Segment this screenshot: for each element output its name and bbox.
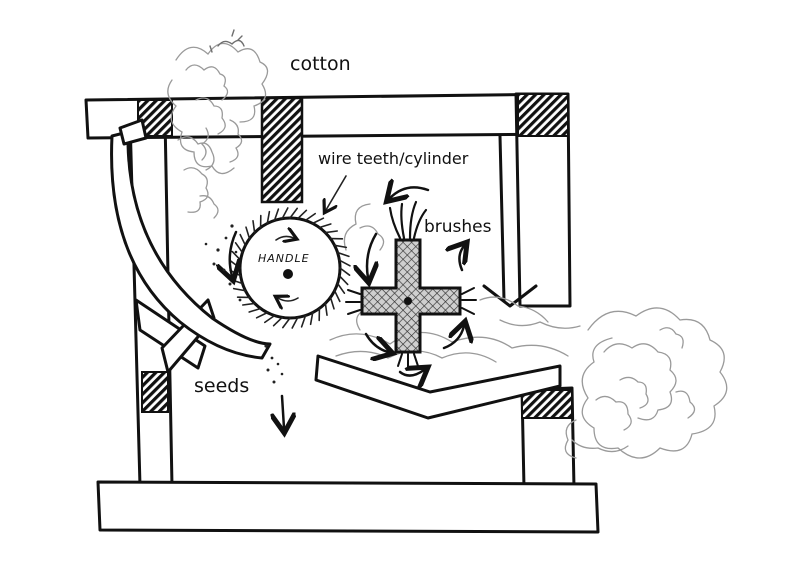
wire-tooth	[339, 267, 351, 277]
label-handle: HANDLE	[258, 252, 310, 265]
seeds-fall-arrow	[282, 394, 284, 428]
brush-rotation-arrow-bottom	[398, 370, 424, 376]
wire-tooth	[296, 209, 308, 220]
wire-tooth	[333, 289, 341, 303]
falling-seeds	[204, 224, 284, 384]
cylinder-rotation-arrow-left	[230, 230, 236, 276]
hopper-wall	[260, 96, 304, 204]
label-seeds: seeds	[194, 375, 249, 397]
wire-tooth	[248, 307, 262, 313]
right-guard	[482, 284, 538, 308]
wire-tooth	[304, 212, 317, 222]
wire-tooth	[309, 311, 314, 326]
wire-tooth	[273, 208, 280, 222]
hatch-block-top-right	[517, 93, 569, 137]
wire-tooth	[255, 311, 269, 319]
brush-rotation-arrow-top	[390, 187, 430, 198]
brush-rotation-arrow-bottom-left	[364, 332, 388, 352]
cylinder-axle	[283, 269, 293, 279]
brush-rotation-arrow-right	[459, 246, 464, 272]
wire-tooth	[338, 274, 349, 286]
base-plank	[96, 480, 600, 534]
cleaned-cotton-fluff	[564, 307, 728, 459]
wire-tooth	[245, 226, 251, 240]
seed-chute	[110, 130, 272, 360]
wire-tooth	[333, 244, 348, 249]
wire-tooth	[318, 223, 332, 229]
wire-tooth	[263, 314, 276, 324]
wire-teeth-pointer	[326, 175, 347, 210]
wire-tooth	[242, 302, 256, 306]
wire-tooth	[229, 259, 241, 269]
wire-tooth	[300, 314, 307, 328]
motion-arrows	[230, 175, 464, 428]
wire-tooth	[266, 210, 271, 225]
brush-rotation-arrow-bottom-right	[442, 326, 464, 350]
wire-tooth	[272, 316, 284, 327]
wire-teeth-cylinder	[229, 207, 351, 329]
wire-tooth	[336, 251, 350, 258]
hatch-block-left-lower	[141, 371, 169, 413]
raw-cotton-fluff	[167, 29, 269, 219]
label-cotton: cotton	[290, 53, 351, 75]
brush-axle	[404, 297, 412, 305]
lint-trough	[314, 354, 562, 420]
label-wire-teeth-cylinder: wire teeth/cylinder	[318, 149, 469, 168]
wire-tooth	[239, 233, 247, 247]
wire-tooth	[311, 217, 325, 225]
brush-cross	[345, 200, 477, 369]
hatch-block-top-left	[137, 99, 173, 137]
wire-tooth	[234, 242, 244, 254]
wire-tooth	[232, 287, 247, 292]
wire-tooth	[281, 317, 291, 329]
wire-tooth	[336, 282, 346, 295]
wire-tooth	[252, 220, 256, 234]
wire-tooth	[338, 259, 351, 267]
label-brushes: brushes	[424, 217, 492, 237]
wire-tooth	[324, 302, 328, 317]
wire-tooth	[324, 230, 339, 234]
wire-tooth	[281, 207, 289, 220]
wire-tooth	[329, 296, 335, 310]
brush-rotation-arrow-left	[367, 232, 376, 278]
wire-tooth	[289, 207, 299, 219]
wire-tooth	[291, 316, 299, 329]
